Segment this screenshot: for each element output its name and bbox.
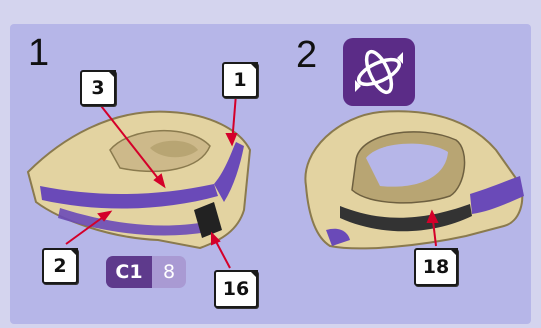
callout-18: 18 xyxy=(414,248,458,286)
part-code: C1 xyxy=(106,256,152,288)
callout-2: 2 xyxy=(42,248,78,284)
part-quantity-badge: C1 8 xyxy=(106,256,186,288)
step2-piece xyxy=(305,111,524,248)
step1-piece xyxy=(28,112,250,248)
part-count: 8 xyxy=(152,256,186,288)
callout-3: 3 xyxy=(80,70,116,106)
callout-16: 16 xyxy=(214,270,258,308)
callout-1: 1 xyxy=(222,62,258,98)
